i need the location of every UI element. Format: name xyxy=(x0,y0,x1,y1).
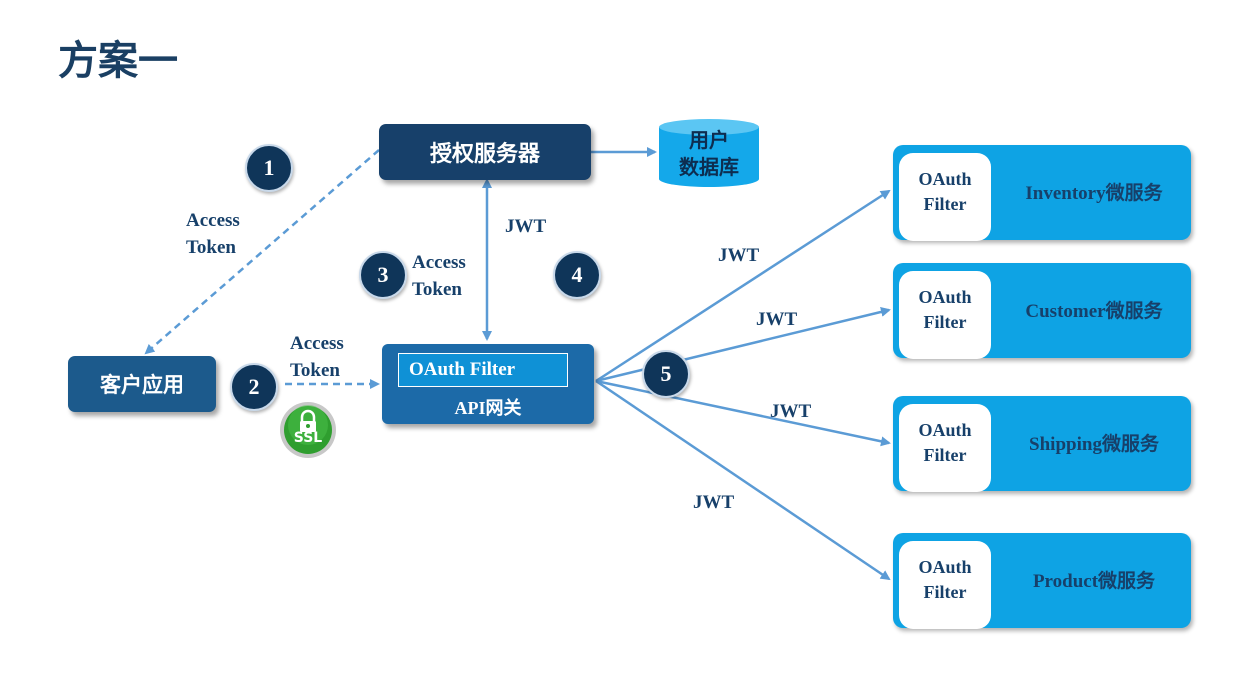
client-app-box: 客户应用 xyxy=(68,356,216,412)
ssl-label: SSL xyxy=(293,430,323,446)
arrow-auth-to-client xyxy=(144,149,380,355)
jwt-label-inventory: JWT xyxy=(718,245,760,266)
step-4-badge: 4 xyxy=(553,251,601,299)
oauth-filter-panel xyxy=(899,404,991,492)
jwt-label-customer: JWT xyxy=(756,309,798,330)
auth-server-box: 授权服务器 xyxy=(379,124,591,180)
oauth-filter-panel xyxy=(899,271,991,359)
service-name: Inventory微服务 xyxy=(1025,183,1163,204)
ssl-lock-icon xyxy=(280,402,336,458)
oauth-filter-panel xyxy=(899,541,991,629)
arrow-gateway-to-product xyxy=(595,379,891,581)
step-5-badge: 5 xyxy=(642,350,690,398)
service-name: Product微服务 xyxy=(1032,571,1156,592)
jwt-label-shipping: JWT xyxy=(770,401,812,422)
arrow-gateway-to-shipping xyxy=(595,379,891,447)
database-icon xyxy=(659,119,759,187)
page-title: 方案一 xyxy=(58,38,178,84)
arrow-gateway-to-inventory xyxy=(595,189,891,383)
gateway-label: API网关 xyxy=(454,398,522,418)
step-2-badge: 2 xyxy=(230,363,278,411)
user-database-label: 用户 数据库 xyxy=(679,128,739,179)
arrow-gateway-to-customer xyxy=(595,307,891,383)
oauth-filter-panel xyxy=(899,153,991,241)
service-name: Shipping微服务 xyxy=(1029,434,1159,455)
jwt-label-product: JWT xyxy=(693,492,735,513)
jwt-label-auth: JWT xyxy=(505,216,547,237)
api-gateway-box: OAuth Filter API网关 xyxy=(382,344,594,424)
step-3-badge: 3 xyxy=(359,251,407,299)
gateway-oauth-filter: OAuth Filter xyxy=(398,353,568,387)
service-name: Customer微服务 xyxy=(1025,301,1163,322)
step-1-badge: 1 xyxy=(245,144,293,192)
